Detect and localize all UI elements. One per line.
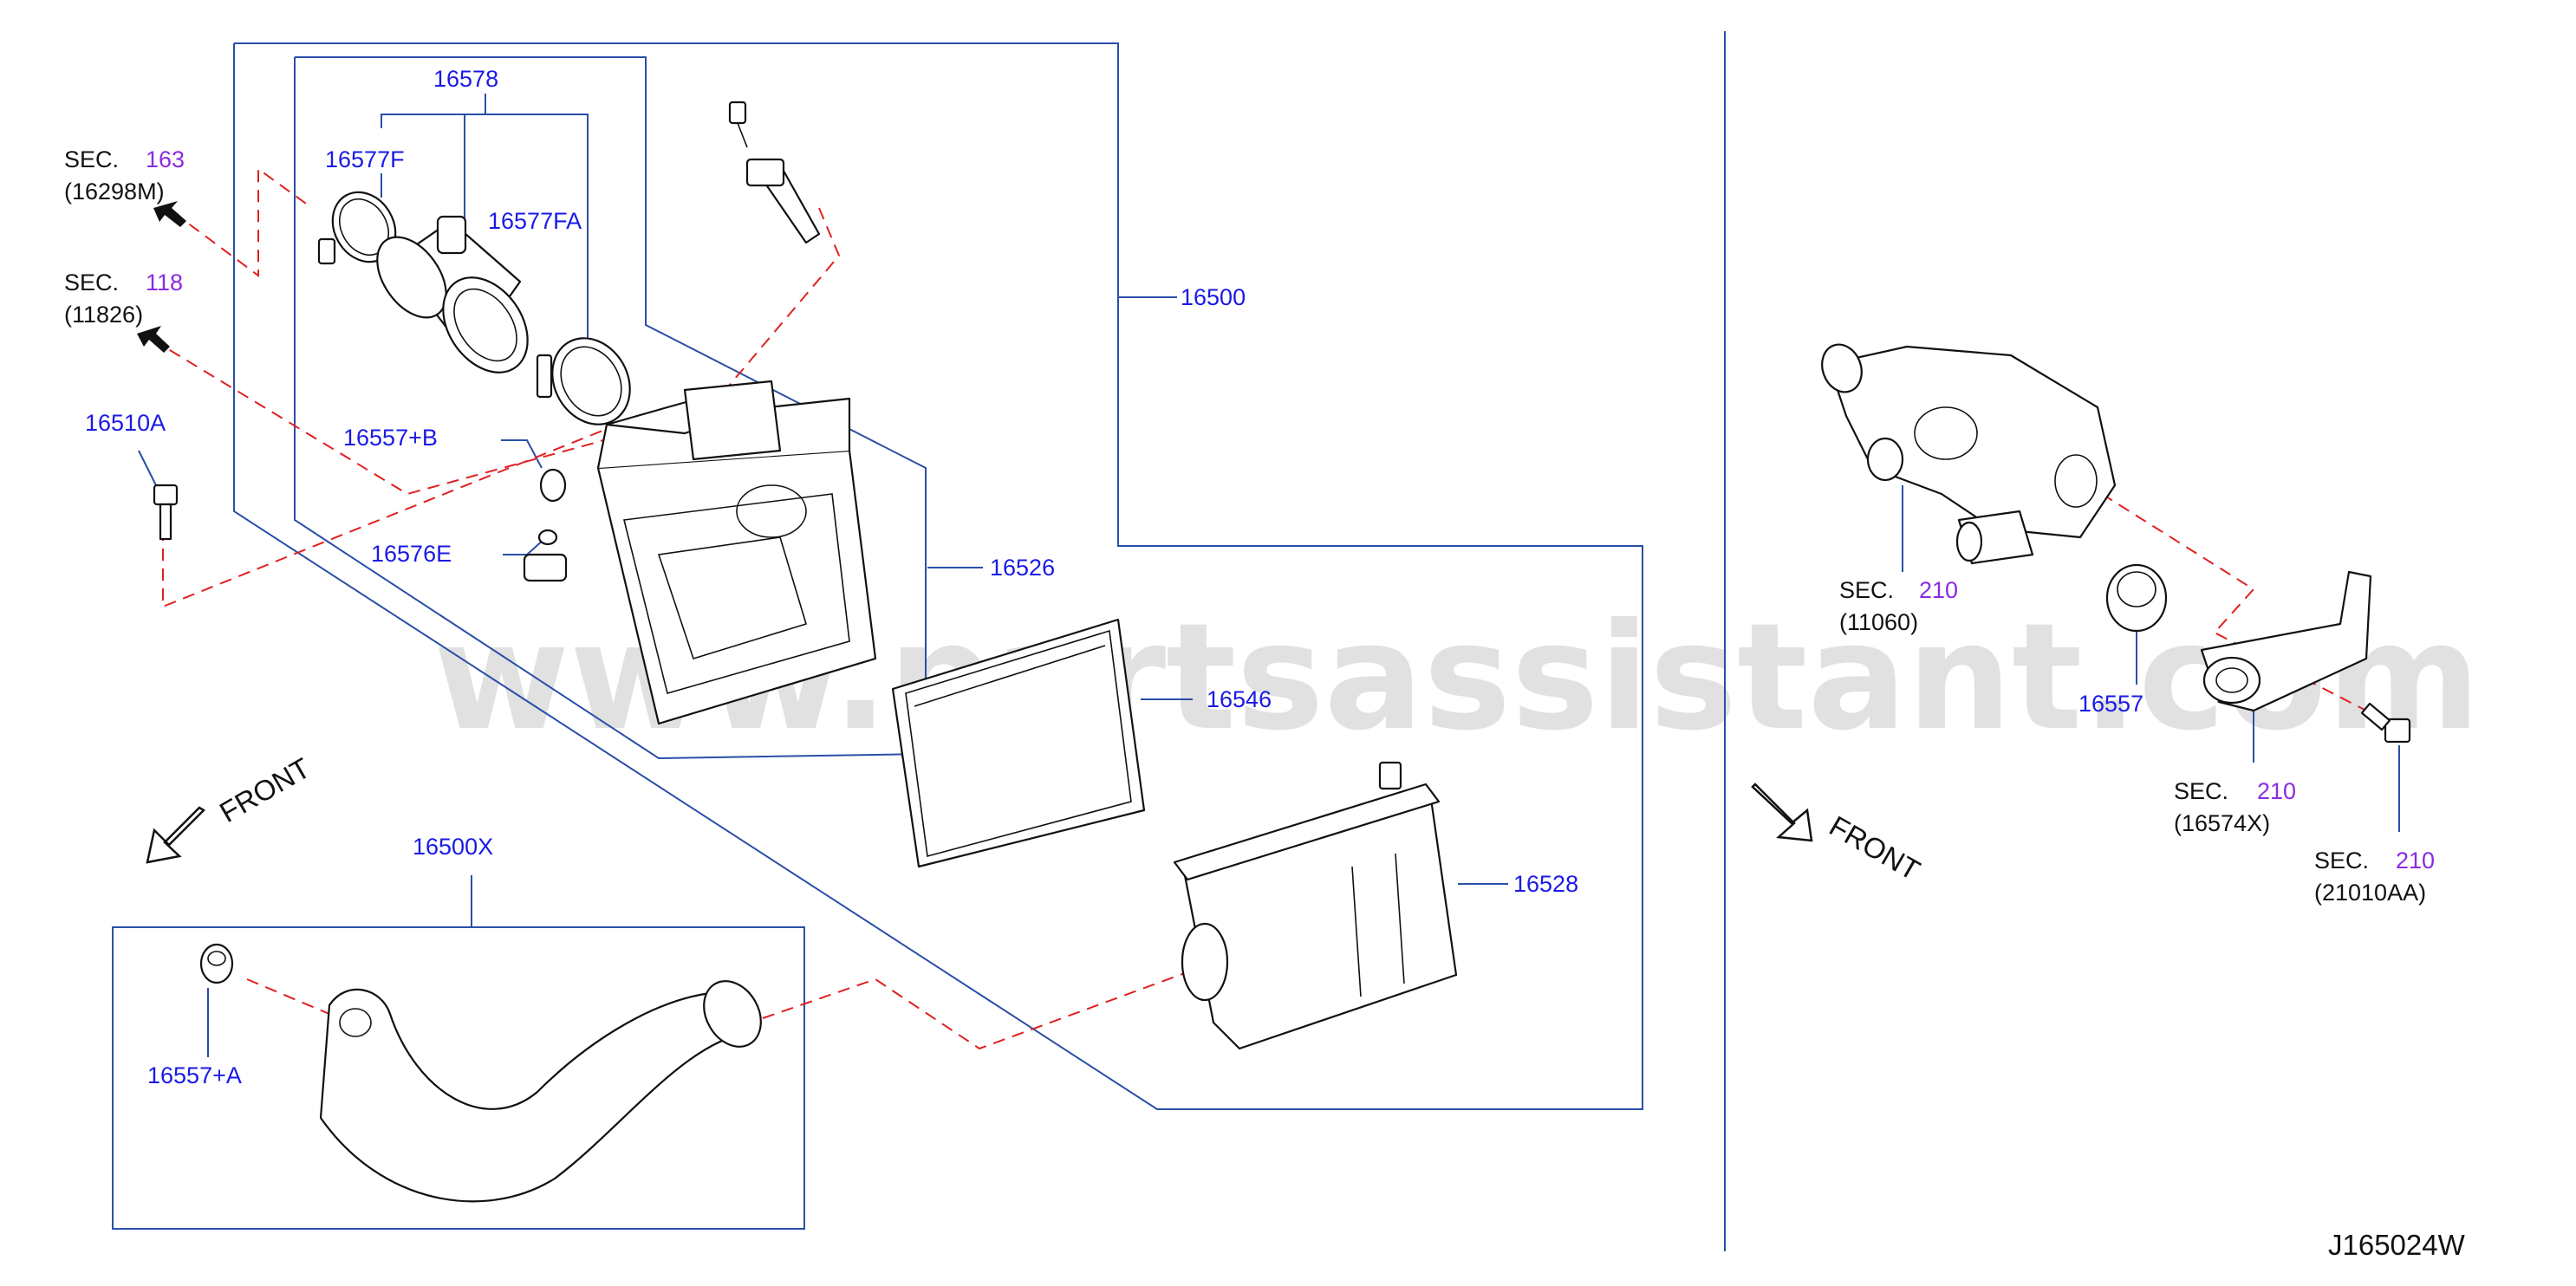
- sec210c-prefix: SEC.: [2314, 848, 2369, 874]
- frame-16500: [233, 42, 1643, 1110]
- label-16578[interactable]: 16578: [433, 66, 498, 92]
- maf-sensor-16578: [376, 215, 529, 373]
- clamp-16577F: [317, 191, 397, 265]
- sec118-num[interactable]: 118: [146, 270, 183, 296]
- dash-16500X: [246, 978, 330, 1015]
- bolt-16510A: [153, 484, 179, 541]
- sec210c-num[interactable]: 210: [2396, 848, 2435, 874]
- front-arrow-left: [146, 806, 206, 864]
- sec163-num[interactable]: 163: [146, 146, 185, 172]
- label-16526[interactable]: 16526: [990, 555, 1055, 581]
- label-16557B[interactable]: 16557+B: [343, 425, 438, 451]
- bracket-16574X: [2200, 570, 2372, 712]
- collar-16576E: [537, 529, 558, 546]
- sec210a-prefix: SEC.: [1839, 577, 1894, 603]
- frame-16526: [294, 56, 927, 760]
- frame-16500X: [112, 926, 805, 1230]
- filter-element-16546: [891, 618, 1146, 868]
- label-16510A[interactable]: 16510A: [85, 410, 166, 436]
- air-cleaner-lower-16528: [1173, 761, 1458, 1050]
- intake-temp-sensor: [728, 101, 821, 244]
- grommet-16557B: [539, 468, 567, 503]
- leader-16576E: [503, 538, 545, 555]
- front-label-right: FRONT: [1825, 809, 1926, 887]
- label-16576E[interactable]: 16576E: [371, 541, 452, 567]
- leader-16557B: [501, 439, 543, 469]
- sec118-ref: (11826): [64, 302, 143, 328]
- leader-16510A: [138, 450, 157, 486]
- diagram-code: J165024W: [2328, 1229, 2466, 1261]
- air-cleaner-upper-16526: [523, 380, 877, 725]
- sec210c-ref: (21010AA): [2314, 880, 2426, 906]
- sec210b-ref: (16574X): [2174, 810, 2270, 836]
- clamp-16577FA: [536, 337, 631, 425]
- cap-16557: [2105, 563, 2168, 633]
- front-label-left: FRONT: [214, 751, 315, 828]
- intake-duct-16500X: [319, 980, 762, 1203]
- sec118-arrow: [137, 326, 170, 353]
- thermostat-housing-11060: [1821, 343, 2117, 565]
- dash-16510A: [162, 428, 608, 608]
- grommet-16557A: [199, 943, 234, 984]
- sec118-prefix: SEC.: [64, 270, 119, 296]
- dash-duct: [762, 970, 1193, 1050]
- label-16500X[interactable]: 16500X: [413, 834, 493, 860]
- bolt-21010AA: [2360, 702, 2411, 744]
- sec163-prefix: SEC.: [64, 146, 119, 172]
- label-16577FA[interactable]: 16577FA: [488, 208, 582, 234]
- label-16546[interactable]: 16546: [1207, 686, 1272, 712]
- sec210a-num[interactable]: 210: [1919, 577, 1958, 603]
- sec210b-prefix: SEC.: [2174, 778, 2228, 804]
- dash-sec163: [172, 167, 313, 277]
- label-16557[interactable]: 16557: [2078, 691, 2143, 717]
- label-16500[interactable]: 16500: [1181, 284, 1246, 310]
- label-16557A[interactable]: 16557+A: [147, 1062, 242, 1088]
- dash-sensor: [710, 207, 841, 408]
- sec163-ref: (16298M): [64, 179, 165, 205]
- label-16528[interactable]: 16528: [1513, 871, 1578, 897]
- sec210b-num[interactable]: 210: [2257, 778, 2296, 804]
- label-16577F[interactable]: 16577F: [325, 146, 405, 172]
- front-arrow-right: [1751, 783, 1813, 842]
- sec163-arrow: [153, 201, 186, 227]
- sec210a-ref: (11060): [1839, 609, 1918, 635]
